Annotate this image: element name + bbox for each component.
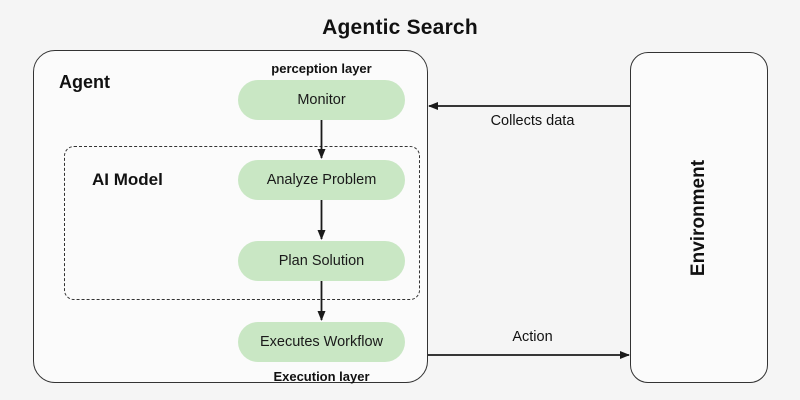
page-title: Agentic Search xyxy=(322,16,478,39)
edge-label-collects-data: Collects data xyxy=(490,113,575,129)
ai-model-group xyxy=(64,146,420,300)
environment-label-text: Environment xyxy=(688,159,709,276)
agent-label: Agent xyxy=(59,72,110,92)
ai-model-label: AI Model xyxy=(92,170,163,189)
node-executes-workflow[interactable]: Executes Workflow xyxy=(238,322,405,362)
environment-label: Environment xyxy=(630,52,768,383)
node-plan-solution[interactable]: Plan Solution xyxy=(238,241,405,281)
node-monitor[interactable]: Monitor xyxy=(238,80,405,120)
edge-label-action: Action xyxy=(512,329,553,345)
perception-layer-caption: perception layer xyxy=(271,61,372,76)
execution-layer-caption: Execution layer xyxy=(273,369,370,384)
environment-container xyxy=(630,52,768,383)
node-analyze-problem[interactable]: Analyze Problem xyxy=(238,160,405,200)
